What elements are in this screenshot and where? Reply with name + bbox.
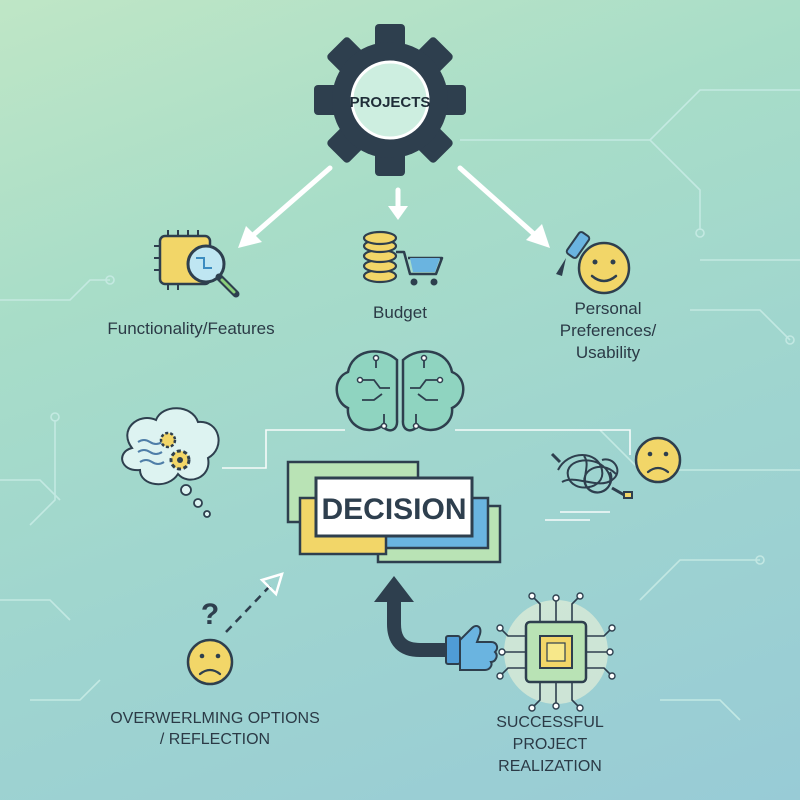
circuit-magnifier-icon [154, 230, 240, 298]
sad-face-icon [634, 436, 682, 484]
chip-icon [496, 592, 616, 712]
decision-label: DECISION [321, 493, 466, 526]
label-success-line3: REALIZATION [498, 758, 602, 775]
label-preferences-line3: Usability [575, 343, 641, 362]
label-preferences-line1: Personal [574, 299, 642, 318]
coins-cart-icon [362, 230, 444, 286]
label-functionality: Functionality/Features [107, 319, 275, 338]
thumbs-up-icon [445, 625, 499, 671]
sad-face-small-icon [186, 638, 234, 686]
question-mark: ? [201, 598, 219, 631]
label-success-line1: SUCCESSFUL [496, 714, 604, 731]
gear-icon [314, 24, 466, 176]
projects-title: PROJECTS [350, 94, 431, 111]
label-overwhelming-line1: OVERWERLMING OPTIONS [110, 710, 320, 727]
connector-lines [222, 429, 631, 521]
dashed-arrow [225, 572, 284, 633]
label-budget: Budget [373, 303, 427, 322]
label-success-line2: PROJECT [512, 736, 588, 753]
label-preferences-line2: Preferences/ [559, 321, 657, 340]
decision-stack [286, 460, 502, 564]
branch-arrows [238, 165, 550, 248]
thought-cloud-icon [121, 407, 220, 518]
tangled-wires-icon [550, 452, 633, 499]
label-overwhelming-line2: / REFLECTION [159, 731, 271, 748]
brush-smiley-icon [556, 231, 631, 295]
brain-icon [335, 350, 465, 432]
success-arrow [374, 576, 446, 657]
